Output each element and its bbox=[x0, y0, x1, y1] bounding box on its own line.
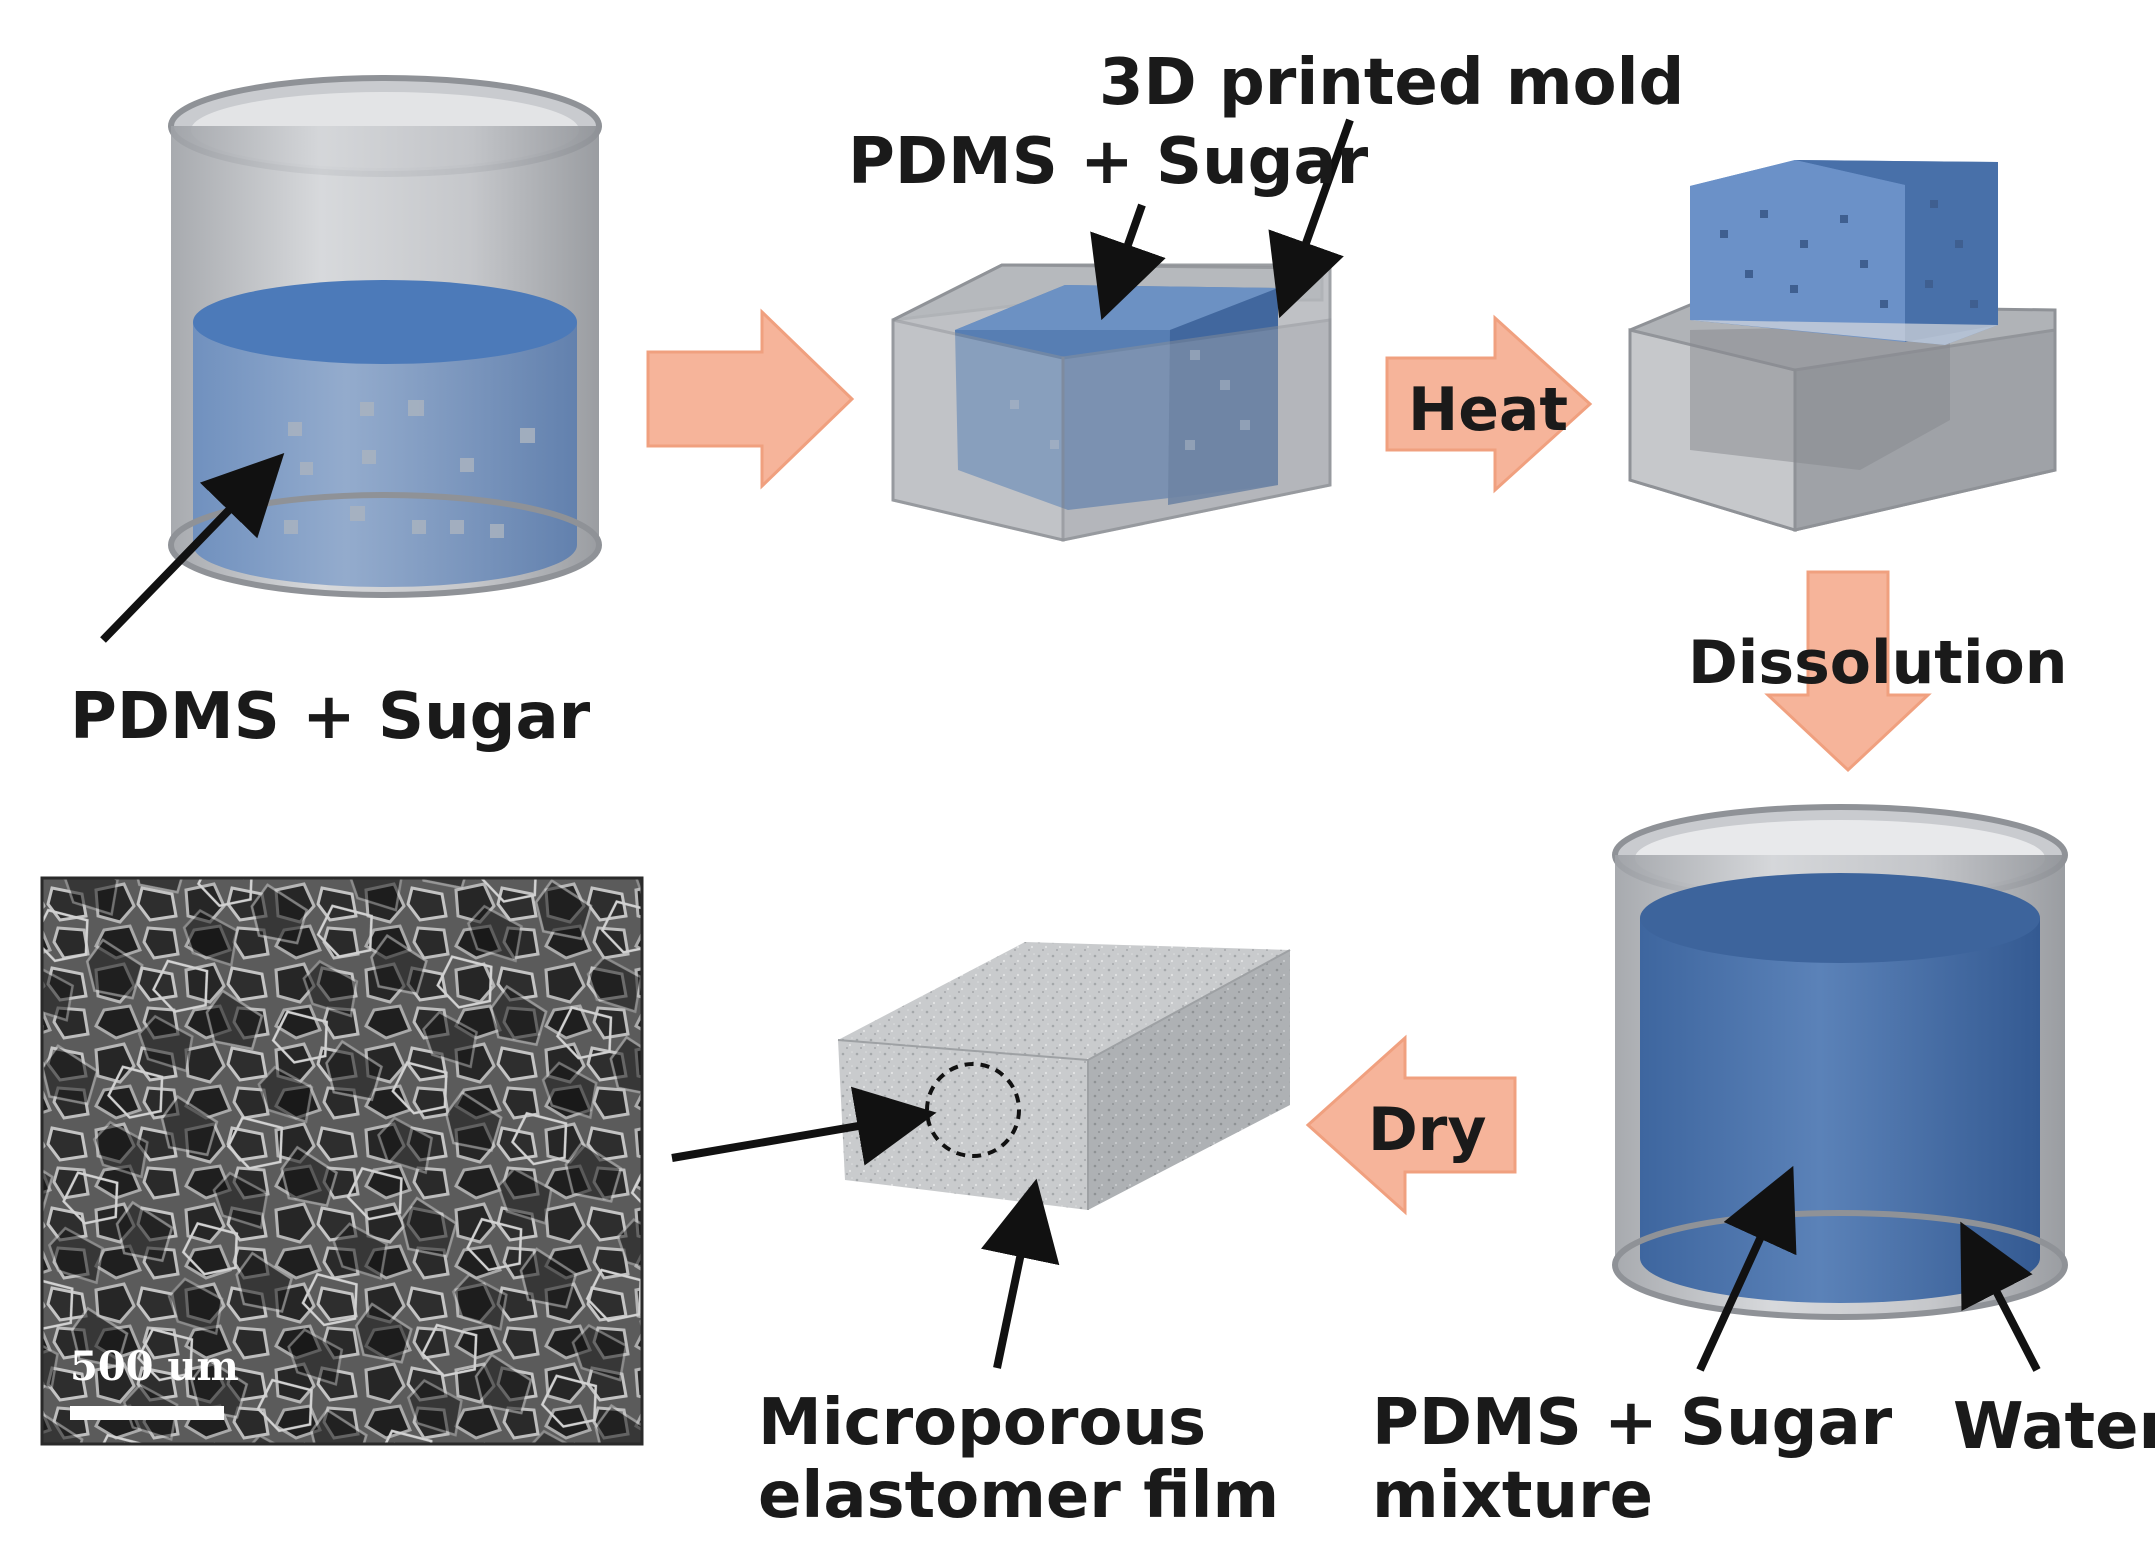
process-arrow-dry: Dry bbox=[1305, 1034, 1517, 1216]
pointer-arrow-sem-to-film bbox=[671, 1086, 937, 1166]
beaker-water bbox=[1612, 804, 2068, 1320]
label-mold-mixture: PDMS + Sugar bbox=[848, 125, 1369, 199]
process-arrow-heat: Heat bbox=[1385, 314, 1593, 494]
label-mixture-line2: mixture bbox=[1372, 1459, 1653, 1533]
pointer-arrow-beaker bbox=[100, 453, 285, 643]
label-film-line1: Microporous bbox=[758, 1386, 1206, 1460]
pointer-arrow-mold bbox=[1268, 118, 1354, 319]
label-dissolution: Dissolution bbox=[1688, 628, 2067, 698]
label-heat: Heat bbox=[1408, 375, 1568, 445]
beaker-pdms-sugar bbox=[168, 75, 602, 598]
label-beaker-pdms-sugar: PDMS + Sugar bbox=[70, 680, 591, 754]
mold-with-mixture bbox=[891, 263, 1332, 542]
pointer-arrow-mixture bbox=[1696, 1165, 1797, 1372]
label-film-line2: elastomer film bbox=[758, 1459, 1279, 1533]
label-mixture-line1: PDMS + Sugar bbox=[1372, 1386, 1893, 1460]
scale-bar bbox=[70, 1406, 224, 1420]
sugar-particles bbox=[284, 400, 535, 538]
pointer-arrow-water bbox=[1960, 1221, 2041, 1372]
scale-bar-label: 500 um bbox=[70, 1343, 239, 1390]
cured-block-and-mold bbox=[1628, 160, 2057, 533]
label-3d-printed-mold: 3D printed mold bbox=[1099, 46, 1684, 120]
pointer-arrow-film bbox=[981, 1178, 1060, 1369]
process-arrow-1 bbox=[646, 308, 855, 490]
microporous-film-block bbox=[837, 942, 1291, 1210]
label-dry: Dry bbox=[1368, 1095, 1487, 1165]
block-sugar-particles bbox=[1720, 200, 1978, 308]
process-arrow-dissolution: Dissolution bbox=[1688, 570, 2067, 773]
sem-micrograph: 500 um bbox=[40, 876, 644, 1446]
mold-sugar-particles bbox=[1010, 350, 1250, 450]
label-water: Water bbox=[1953, 1390, 2155, 1464]
pointer-arrow-mold-mixture bbox=[1090, 203, 1166, 321]
